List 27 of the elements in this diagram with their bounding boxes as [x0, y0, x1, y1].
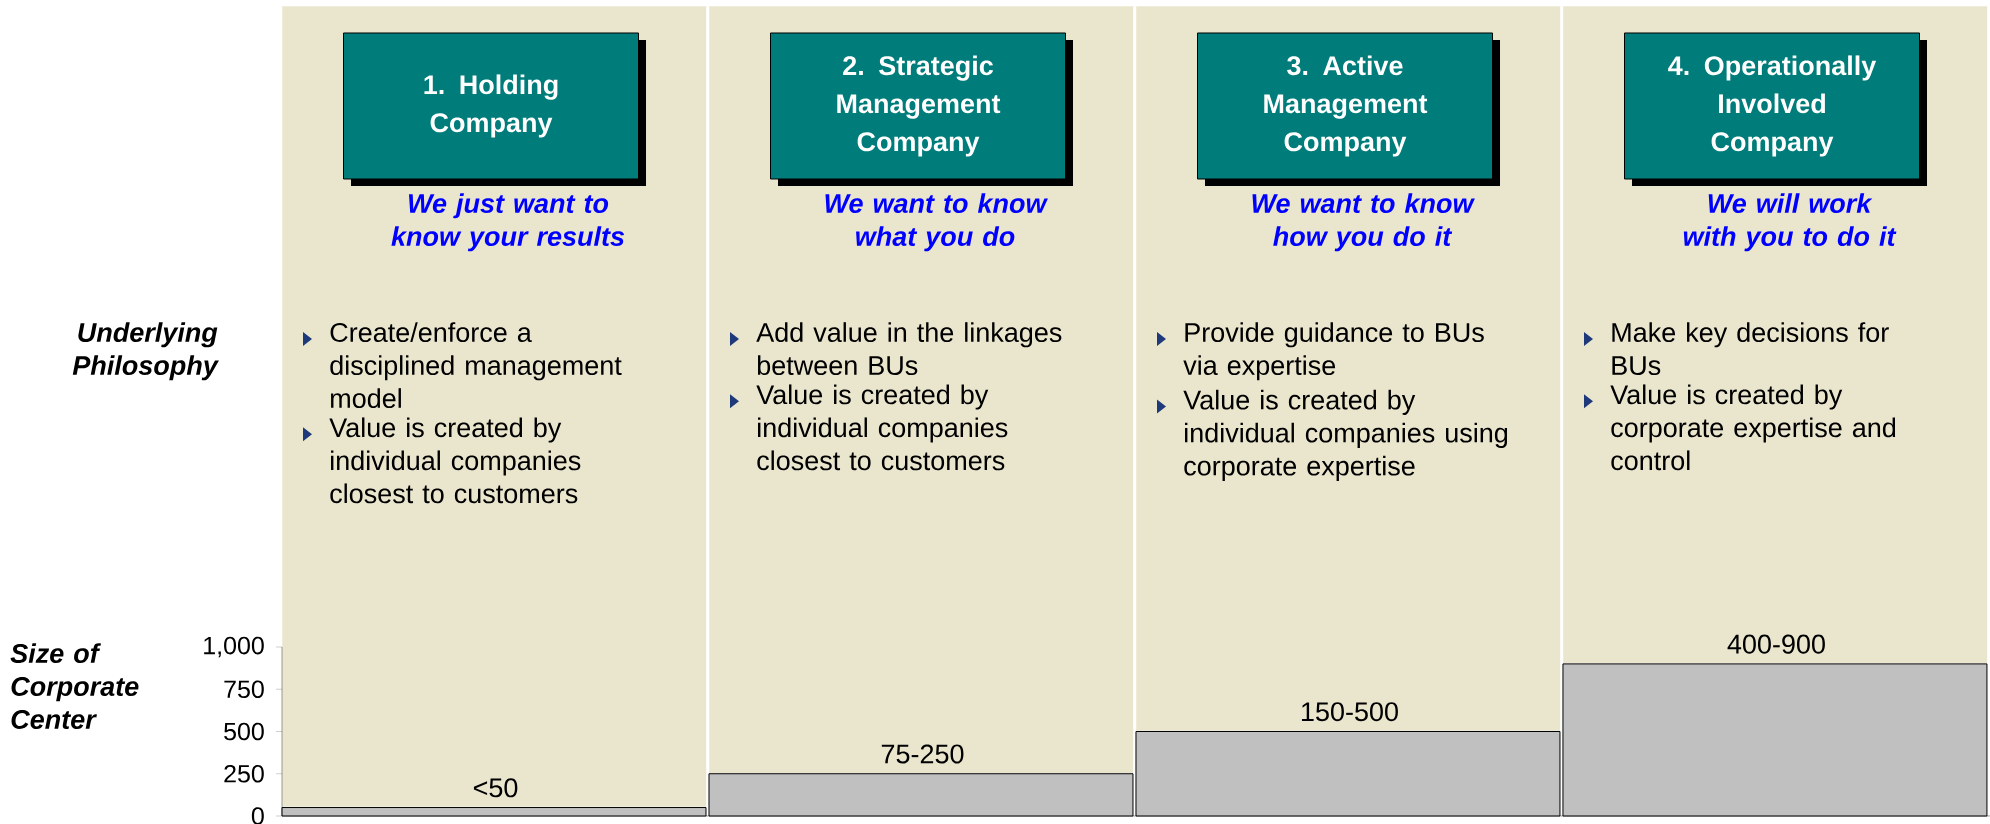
y-tick-label: 500 — [224, 722, 264, 741]
title-box: 3. Active Management Company — [1197, 32, 1500, 186]
bullet-text: Provide guidance to BUs via expertise — [1183, 322, 1484, 381]
y-tick-label: 750 — [224, 680, 264, 699]
title-box: 4. Operationally Involved Company — [1624, 32, 1927, 186]
bullet-text: Value is created by individual companies using corporate expertise — [1183, 389, 1508, 481]
bullet-text: Value is created by individual companies closest to customers — [756, 384, 1008, 471]
tagline: We want to know how you do it — [1252, 193, 1475, 252]
bullet-text: Add value in the linkages between BUs — [756, 322, 1062, 376]
tagline: We want to know what you do — [825, 193, 1048, 252]
bullet-text: Create/enforce a disciplined management model — [330, 322, 622, 409]
title-box: 2. Strategic Management Company — [770, 32, 1073, 186]
text: <50 — [473, 778, 518, 798]
text: 400-900 — [1727, 634, 1825, 654]
tagline: We just want to know your results — [391, 193, 625, 252]
title-box: 1. Holding Company — [343, 32, 646, 186]
text: 75-250 — [881, 744, 964, 764]
tagline: We will work with you to do it — [1683, 193, 1897, 252]
y-tick-label: 1,000 — [204, 636, 264, 658]
bullet-text: Value is created by individual companies closest to customers — [329, 417, 581, 504]
y-tick-label: 0 — [251, 807, 264, 824]
row-label: Underlying Philosophy — [72, 322, 219, 381]
y-tick-label: 250 — [224, 764, 264, 783]
bullet-text: Value is created by corporate expertise and control — [1610, 384, 1896, 471]
bullet-text: Make key decisions for BUs — [1612, 322, 1889, 376]
text: 150-500 — [1301, 702, 1398, 722]
row-label: Size of Corporate Center — [10, 643, 139, 729]
